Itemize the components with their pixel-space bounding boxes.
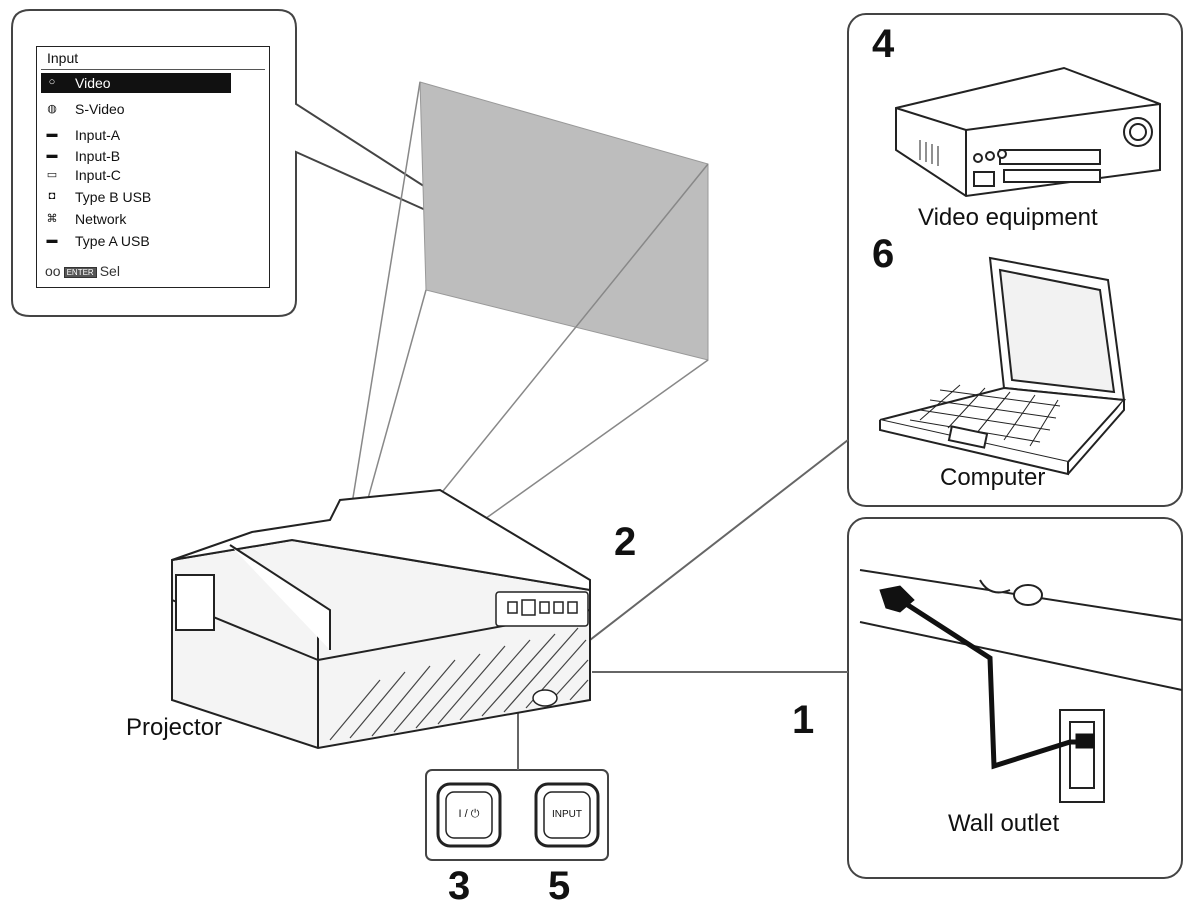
projector-control-panel: [495, 591, 589, 707]
hdmi-connector-icon: ▭: [46, 168, 58, 181]
projector-label: Projector: [126, 714, 223, 741]
network-icon: ⌘: [46, 212, 58, 225]
step-number-5: 5: [548, 864, 571, 908]
projector-body: [171, 488, 591, 750]
menu-item-video[interactable]: ○ Video: [41, 73, 231, 93]
wall-outlet-label: Wall outlet: [948, 810, 1060, 837]
menu-item-type-a-usb[interactable]: ▬ Type A USB: [41, 231, 231, 251]
menu-callout-frame: [11, 9, 431, 317]
power-plug-icon: [879, 585, 1095, 749]
wall-outlet-illustration: [859, 569, 1183, 803]
video-equipment-label: Video equipment: [918, 204, 1098, 231]
usb-b-icon: ◘: [48, 190, 56, 202]
projector-vent-hatching: [329, 627, 589, 741]
vga-connector-icon: ▬: [46, 128, 58, 140]
step-number-6: 6: [872, 232, 895, 276]
video-equipment-illustration: [895, 66, 1161, 198]
equipment-panel-frame: [847, 13, 1183, 507]
menu-item-type-b-usb[interactable]: ◘ Type B USB: [41, 187, 231, 207]
arrows-icon: oo: [45, 263, 61, 279]
step-number-4: 4: [872, 22, 895, 66]
step-number-3: 3: [448, 864, 471, 908]
input-menu: Input ○ Video ◍ S-Video ▬ Input-A ▬ Inpu…: [36, 46, 270, 288]
usb-a-icon: ▬: [46, 234, 58, 246]
circle-icon: ○: [48, 76, 56, 88]
menu-item-input-a[interactable]: ▬ Input-A: [41, 125, 231, 145]
menu-divider: [41, 69, 265, 70]
input-button: [534, 782, 600, 848]
menu-item-network[interactable]: ⌘ Network: [41, 209, 231, 229]
computer-label: Computer: [940, 464, 1046, 491]
wall-outlet-panel-frame: [847, 517, 1183, 879]
menu-item-s-video[interactable]: ◍ S-Video: [41, 99, 231, 119]
enter-key-icon: ENTER: [63, 266, 97, 278]
menu-item-input-b[interactable]: ▬ Input-B: [41, 146, 231, 166]
vga-connector-icon: ▬: [46, 149, 58, 161]
menu-title: Input: [47, 50, 79, 66]
input-button-label: INPUT: [552, 809, 582, 820]
projection-screen: [419, 81, 709, 361]
svideo-icon: ◍: [47, 102, 57, 115]
power-button-label: I / ⏻: [458, 808, 480, 820]
step-number-2: 2: [614, 520, 637, 564]
power-button: [436, 782, 502, 848]
step-number-1: 1: [792, 698, 815, 742]
laptop-illustration: [879, 256, 1127, 476]
menu-footer-label: Sel: [99, 263, 120, 279]
menu-item-input-c[interactable]: ▭ Input-C: [41, 165, 231, 185]
